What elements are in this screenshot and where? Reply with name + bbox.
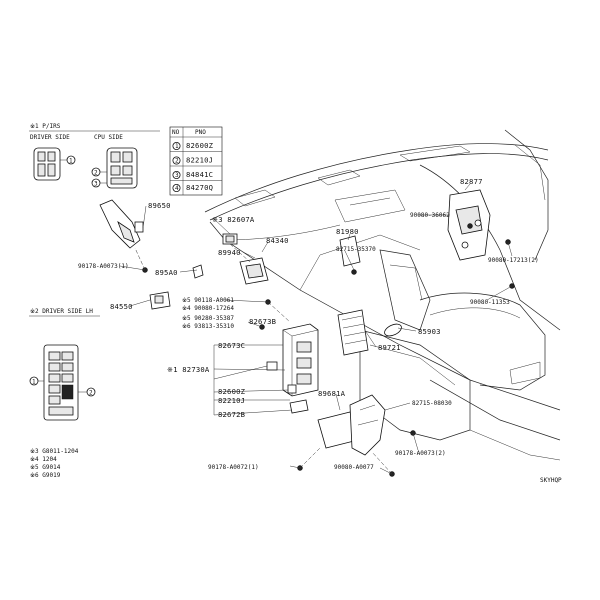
label-90178-A0072: 90178-A0072(1) <box>208 464 259 471</box>
part-82607A-connector <box>222 233 238 245</box>
part-85903-buzzer <box>384 323 402 337</box>
label-90178-A0073-2: 90178-A0073(2) <box>395 450 446 457</box>
label-82877: 82877 <box>460 177 483 186</box>
inset-bottom: ※2 DRIVER SIDE LH 1 2 ※3 G8011-1204 ※4 1… <box>29 308 100 479</box>
label-82600Z: 82600Z <box>218 387 246 396</box>
label-90080-17264: ※4 90080-17264 <box>182 305 234 312</box>
part-89650-sensor <box>99 199 144 249</box>
inset-bottom-callout-2: 2 <box>89 390 93 397</box>
label-90080-17213-2: 90080-17213(2) <box>488 257 539 264</box>
table-row-no: 4 <box>175 185 179 192</box>
part-table: NO PNO 1 82600Z 2 82210J 3 84841C 4 8427… <box>169 126 223 196</box>
inset-bottom-note: ※6 G9019 <box>30 472 61 479</box>
relay-block <box>43 344 79 421</box>
label-84340: 84340 <box>266 236 289 245</box>
inset-bottom-title: ※2 DRIVER SIDE LH <box>30 308 93 315</box>
inset-bottom-note: ※5 G9014 <box>30 464 61 471</box>
label-89650: 89650 <box>148 201 171 210</box>
label-85903: 85903 <box>418 327 441 336</box>
label-90178-A0073-1: 90178-A0073(1) <box>78 263 129 270</box>
label-90080-36062: 90080-36062 <box>410 212 450 219</box>
inset-top-title: ※1 P/IRS <box>30 123 61 130</box>
label-89721: 89721 <box>378 343 401 352</box>
label-93813-35310: ※6 93813-35310 <box>182 323 234 330</box>
table-row-pno: 82600Z <box>186 141 214 150</box>
part-89681A-ecu-bracket <box>317 394 386 456</box>
callout-2: 2 <box>94 170 98 177</box>
label-82715-35370: 82715-35370 <box>336 246 376 253</box>
label-82715-08030: 82715-08030 <box>412 400 452 407</box>
label-82607A: ※3 82607A <box>212 215 255 224</box>
leader-lines <box>119 183 513 475</box>
table-header-pno: PNO <box>195 129 206 136</box>
label-84550: 84550 <box>110 302 133 311</box>
callout-circle <box>66 155 76 165</box>
label-82730A: ※1 82730A <box>167 365 210 374</box>
callout-1: 1 <box>69 158 73 165</box>
inset-bottom-note: ※3 G8011-1204 <box>30 448 79 455</box>
label-82673C: 82673C <box>218 341 245 350</box>
inset-bottom-callout-1: 1 <box>32 379 36 386</box>
label-90080-11353: 90080-11353 <box>470 299 510 306</box>
table-row-pno: 84270Q <box>186 183 213 192</box>
table-row-pno: 84841C <box>186 170 213 179</box>
label-90118-A0061: ※5 90118-A0061 <box>182 297 234 304</box>
label-895A0: 895A0 <box>155 268 178 277</box>
part-895A0 <box>192 264 204 279</box>
table-header-no: NO <box>172 129 180 136</box>
label-90080-A0077: 90080-A0077 <box>334 464 374 471</box>
table-row-no: 1 <box>175 143 179 150</box>
label-81980: 81980 <box>336 227 359 236</box>
label-82210J: 82210J <box>218 396 245 405</box>
part-81980-module <box>339 235 361 275</box>
inset-bottom-note: ※4 1204 <box>30 456 57 463</box>
part-82673B-82673C-clips <box>266 361 309 414</box>
label-90280-35387: ※5 90280-35387 <box>182 315 234 322</box>
label-89940: 89940 <box>218 248 241 257</box>
inset-top-sub-right: CPU SIDE <box>94 134 123 141</box>
part-labels: 89650 ※3 82607A 84340 89940 81980 82715-… <box>78 177 539 471</box>
part-84550-switch <box>149 291 171 310</box>
table-row-no: 2 <box>175 158 179 165</box>
label-89681A: 89681A <box>318 389 346 398</box>
diagram-code: SKYHQP <box>540 477 562 484</box>
callout-3: 3 <box>94 181 98 188</box>
connector-left: 1 <box>33 147 76 181</box>
part-89940-sensor <box>239 257 269 285</box>
label-82673B: 82673B <box>249 317 276 326</box>
table-row-pno: 82210J <box>186 156 213 165</box>
inset-top-sub-left: DRIVER SIDE <box>30 134 70 141</box>
connector-right: 2 3 <box>91 147 138 189</box>
part-89721-ecu <box>337 309 369 356</box>
table-row-no: 3 <box>175 172 179 179</box>
label-82672B: 82672B <box>218 410 245 419</box>
inset-top: ※1 P/IRS DRIVER SIDE CPU SIDE 1 2 <box>29 123 160 189</box>
